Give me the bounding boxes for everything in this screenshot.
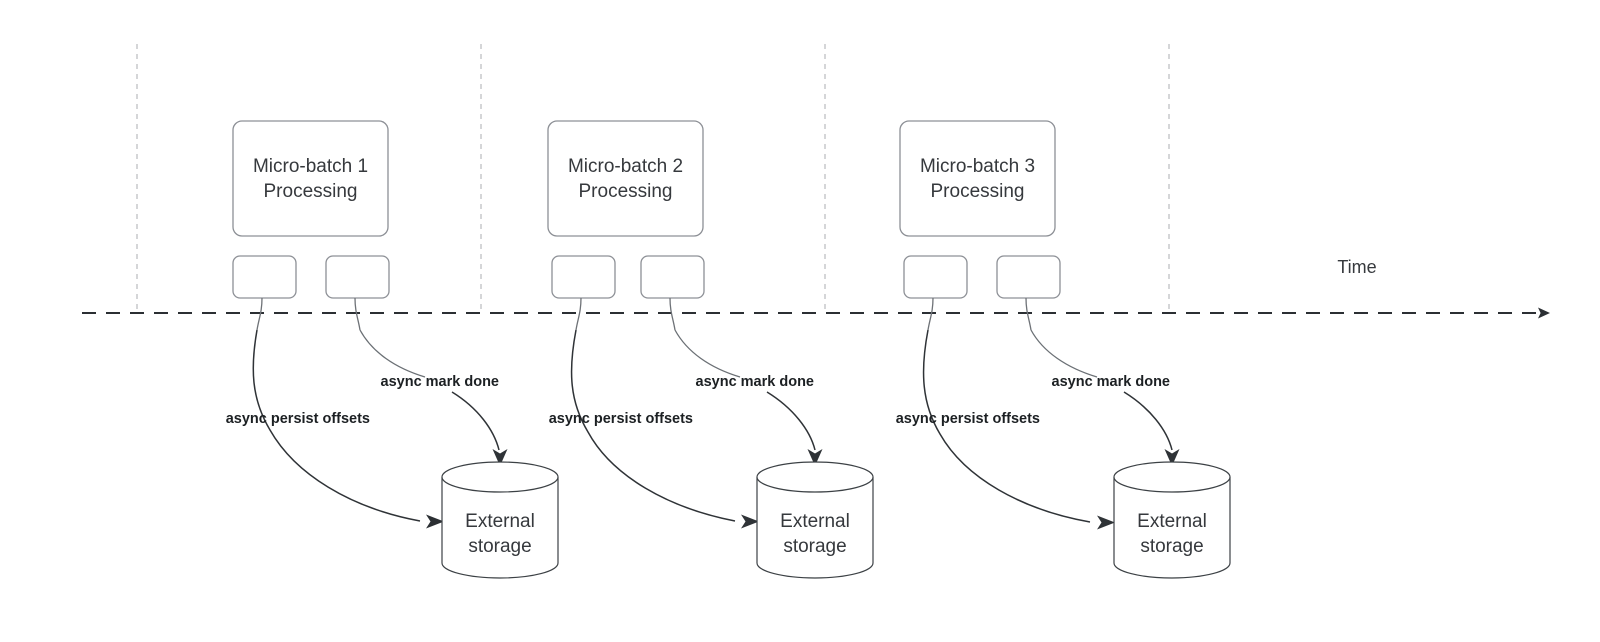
micro-batch-3-storage-label-line2: storage [1140,536,1203,557]
micro-batch-1-mark-done-label: async mark done [381,374,499,390]
micro-batch-1-persist-offsets-label: async persist offsets [226,411,370,427]
micro-batch-3-mark-done-flow [1030,329,1098,378]
micro-batch-3-stem-b [1025,297,1032,331]
micro-batch-group-2: Micro-batch 2 Processing async persist o… [547,120,874,579]
micro-batch-1-label-line2: Processing [264,181,358,202]
micro-batch-3-mark-done-flow-tail [1123,391,1173,451]
micro-batch-1-persist-offsets-arrowhead [426,514,444,529]
micro-batch-2-mark-done-flow-tail [766,391,816,451]
micro-batch-2-label-line2: Processing [579,181,673,202]
micro-batch-2-stem-a [575,297,582,331]
micro-batch-2-process-box[interactable] [547,120,704,237]
micro-batch-1-persist-offsets-flow [252,329,421,522]
micro-batch-3-storage-top [1113,461,1231,493]
micro-batch-2-external-storage[interactable]: External storage [756,461,874,579]
micro-batch-2-task-box-a[interactable] [551,255,616,299]
micro-batch-3-label-line1: Micro-batch 3 [920,156,1035,177]
micro-batch-3-external-storage[interactable]: External storage [1113,461,1231,579]
micro-batch-1-mark-done-arrowhead [492,449,508,466]
micro-batch-2-mark-done-label: async mark done [696,374,814,390]
micro-batch-3-mark-done-label: async mark done [1052,374,1170,390]
micro-batch-2-storage-label-line2: storage [783,536,846,557]
micro-batch-3-persist-offsets-arrowhead [1097,515,1115,530]
micro-batch-3-persist-offsets-flow [922,329,1091,523]
micro-batch-3-persist-offsets-label: async persist offsets [896,411,1040,427]
micro-batch-3-task-box-a[interactable] [903,255,968,299]
micro-batch-1-external-storage[interactable]: External storage [441,461,559,579]
micro-batch-1-task-box-a[interactable] [232,255,297,299]
micro-batch-1-mark-done-flow [359,329,426,378]
micro-batch-2-mark-done-flow [674,329,741,378]
micro-batch-3-mark-done-arrowhead [1164,449,1180,466]
micro-batch-2-label-line1: Micro-batch 2 [568,156,683,177]
micro-batch-3-process-box[interactable] [899,120,1056,237]
micro-batch-1-storage-label-line2: storage [468,536,531,557]
micro-batch-2-task-box-b[interactable] [640,255,705,299]
micro-batch-group-1: Micro-batch 1 Processing async persist o… [226,120,559,579]
micro-batch-1-storage-body [441,477,559,579]
micro-batch-2-storage-label-line1: External [780,511,850,532]
micro-batch-3-storage-label-line1: External [1137,511,1207,532]
micro-batch-2-persist-offsets-flow [570,329,736,522]
micro-batch-group-3: Micro-batch 3 Processing async persist o… [896,120,1231,579]
micro-batch-2-stem-b [669,297,676,331]
micro-batch-3-stem-a [927,297,934,331]
micro-batch-1-storage-label-line1: External [465,511,535,532]
time-axis-label: Time [1337,257,1376,277]
batch-boundary-lines [136,44,1170,313]
micro-batch-2-mark-done-arrowhead [807,449,823,466]
micro-batch-2-persist-offsets-arrowhead [741,514,759,529]
micro-batch-2-storage-top [756,461,874,493]
micro-batch-1-process-box[interactable] [232,120,389,237]
micro-batch-1-label-line1: Micro-batch 1 [253,156,368,177]
micro-batch-1-task-box-b[interactable] [325,255,390,299]
micro-batch-2-storage-body [756,477,874,579]
time-axis: Time [82,257,1550,319]
micro-batch-3-storage-body [1113,477,1231,579]
micro-batch-3-label-line2: Processing [931,181,1025,202]
micro-batch-1-stem-a [256,297,263,331]
micro-batch-1-mark-done-flow-tail [451,391,500,451]
micro-batch-1-storage-top [441,461,559,493]
micro-batch-1-stem-b [354,297,361,331]
micro-batch-2-persist-offsets-label: async persist offsets [549,411,693,427]
micro-batch-3-task-box-b[interactable] [996,255,1061,299]
